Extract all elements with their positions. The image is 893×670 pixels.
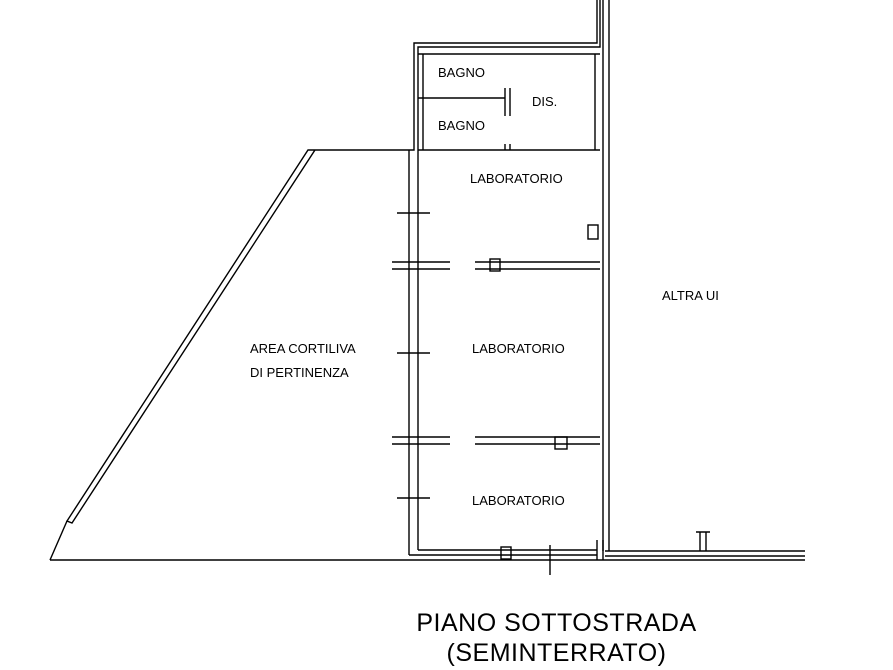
plan-subtitle: (SEMINTERRATO) (446, 639, 667, 667)
plan-title: PIANO SOTTOSTRADA (416, 609, 697, 637)
walls (49, 0, 805, 575)
label-disimpegno: DIS. (532, 94, 557, 109)
label-area-cortiliva: AREA CORTILIVA (250, 341, 356, 356)
label-laboratorio-1: LABORATORIO (470, 171, 563, 186)
label-altra-ui: ALTRA UI (662, 288, 719, 303)
label-bagno-1: BAGNO (438, 65, 485, 80)
room-labels: BAGNO BAGNO DIS. LABORATORIO LABORATORIO… (250, 65, 719, 508)
floor-plan-drawing: BAGNO BAGNO DIS. LABORATORIO LABORATORIO… (49, 0, 805, 575)
label-di-pertinenza: DI PERTINENZA (250, 365, 349, 380)
label-bagno-2: BAGNO (438, 118, 485, 133)
label-laboratorio-3: LABORATORIO (472, 493, 565, 508)
label-laboratorio-2: LABORATORIO (472, 341, 565, 356)
